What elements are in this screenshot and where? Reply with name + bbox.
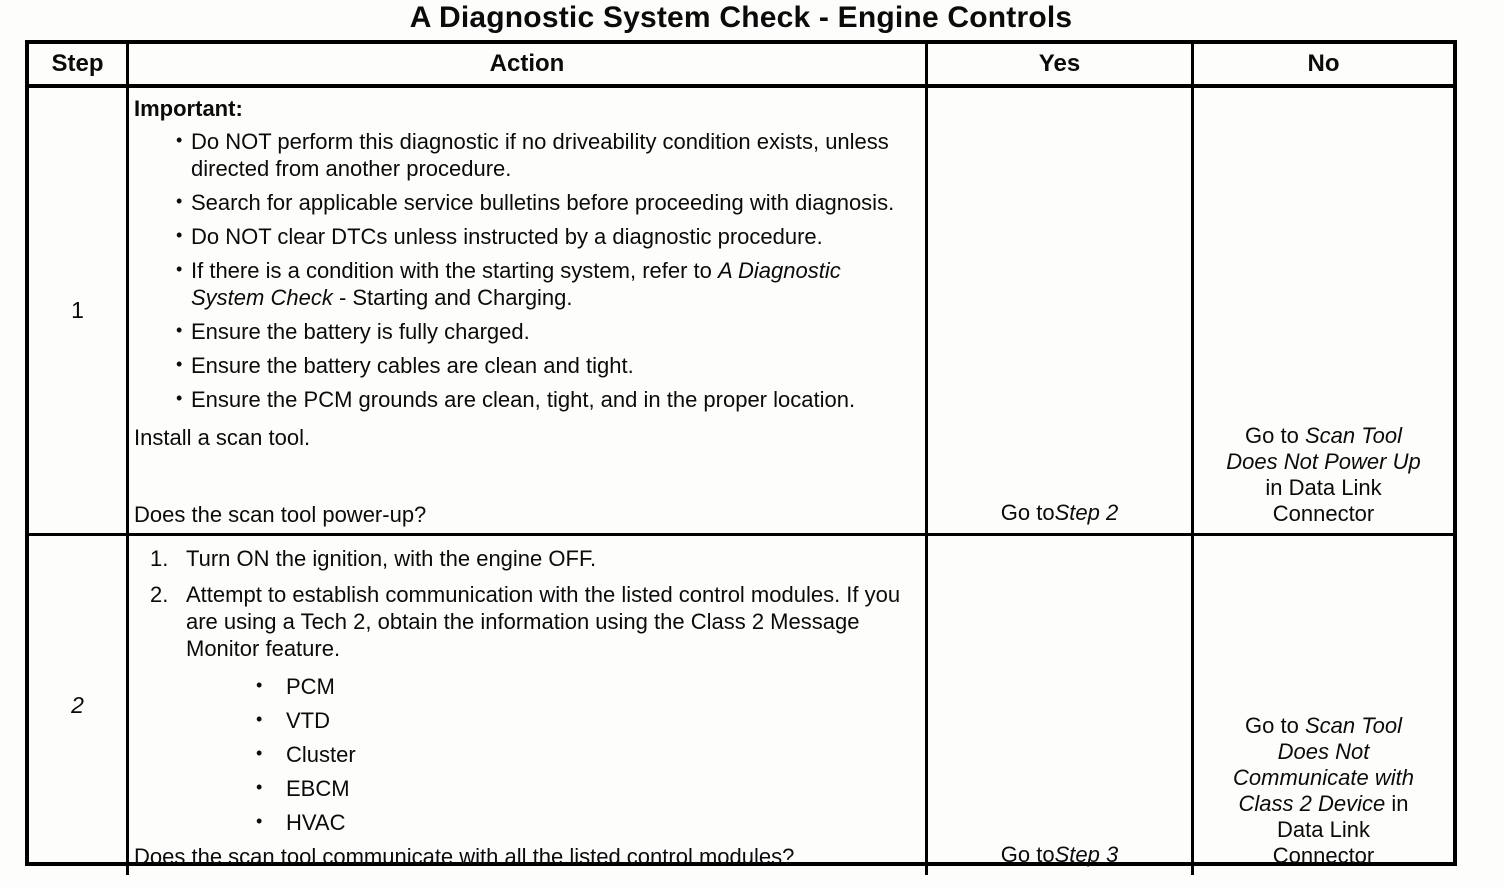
italic-text: Communicate with	[1233, 765, 1414, 790]
text: Go to	[1245, 423, 1305, 448]
text: EBCM	[286, 776, 350, 801]
list-item: Class 2 Device in	[1239, 791, 1409, 817]
italic-text: Class 2 Device	[1238, 791, 1386, 816]
text: in	[1385, 791, 1409, 816]
list-item: Go to Scan Tool	[1245, 713, 1402, 739]
text: VTD	[286, 708, 330, 733]
list-item: Do NOT clear DTCs unless instructed by a…	[134, 222, 915, 250]
list-item: EBCM	[134, 774, 915, 802]
text: Search for applicable service bulletins …	[191, 190, 895, 215]
document-title: A Diagnostic System Check - Engine Contr…	[409, 1, 1073, 34]
column-header-yes: Yes	[928, 44, 1194, 88]
text: Go to	[1000, 500, 1055, 525]
row2-question: Does the scan tool communicate with all …	[134, 844, 795, 869]
list-item: Communicate with	[1233, 765, 1414, 791]
text: If there is a condition with the startin…	[191, 258, 719, 283]
italic-text: Step 2	[1054, 500, 1119, 525]
list-item: HVAC	[134, 808, 915, 836]
list-item: Does Not Power Up	[1226, 449, 1420, 475]
row1-bullet-list: Do NOT perform this diagnostic if no dri…	[134, 127, 915, 420]
list-item: VTD	[134, 706, 915, 734]
row2-yes-cell: Go to Step 3	[928, 536, 1194, 875]
italic-text: Does Not	[1277, 739, 1370, 764]
text: Connector	[1272, 501, 1375, 526]
text: - Starting and Charging.	[332, 285, 573, 310]
text: Data Link	[1277, 817, 1370, 842]
row2-step-cell: 2	[29, 536, 129, 875]
list-item: Search for applicable service bulletins …	[134, 188, 915, 216]
row2-action-cell: Turn ON the ignition, with the engine OF…	[129, 536, 928, 875]
list-item: Does Not	[1278, 739, 1370, 765]
italic-text: 2	[71, 692, 84, 718]
column-header-no: No	[1194, 44, 1453, 88]
text: Ensure the PCM grounds are clean, tight,…	[191, 387, 856, 412]
list-item: Data Link	[1277, 817, 1370, 843]
row1-question: Does the scan tool power-up?	[134, 502, 427, 527]
row1-install-line: Install a scan tool.	[134, 425, 311, 450]
italic-text: Scan Tool	[1304, 423, 1402, 448]
text: Do NOT clear DTCs unless instructed by a…	[191, 224, 823, 249]
row2-numbered-steps: Turn ON the ignition, with the engine OF…	[134, 545, 915, 671]
text: Ensure the battery cables are clean and …	[191, 353, 634, 378]
list-item: in Data Link	[1265, 475, 1381, 501]
italic-text: Does Not Power Up	[1226, 449, 1421, 474]
important-label: Important:	[134, 96, 243, 121]
list-item: Ensure the battery cables are clean and …	[134, 351, 915, 379]
text: Do NOT perform this diagnostic if no dri…	[191, 129, 889, 181]
text: 1	[71, 297, 84, 323]
text: Go to	[1000, 842, 1055, 867]
list-item: Connector	[1273, 501, 1375, 527]
column-header-action: Action	[129, 44, 928, 88]
text: Go to	[1245, 713, 1305, 738]
row2-module-list: PCM VTD ClusterEBCM HVAC	[134, 672, 915, 843]
italic-text: Scan Tool	[1304, 713, 1402, 738]
text: Turn ON the ignition, with the engine OF…	[186, 546, 597, 571]
row1-yes-cell: Go to Step 2	[928, 88, 1194, 536]
list-item: Cluster	[134, 740, 915, 768]
list-item: Ensure the battery is fully charged.	[134, 317, 915, 345]
text: HVAC	[286, 810, 346, 835]
list-item: Ensure the PCM grounds are clean, tight,…	[134, 385, 915, 413]
list-item: If there is a condition with the startin…	[134, 256, 915, 311]
text: in Data Link	[1265, 475, 1382, 500]
text: Attempt to establish communication with …	[186, 582, 901, 661]
italic-text: A Diagnostic System Check	[191, 258, 841, 310]
diagnostic-table: Step Action Yes No 1 Important: Do NOT p…	[25, 40, 1457, 875]
column-header-step: Step	[29, 44, 129, 88]
text: PCM	[286, 674, 335, 699]
italic-text: Step 3	[1054, 842, 1119, 867]
list-item: Connector	[1273, 843, 1375, 869]
row1-action-cell: Important: Do NOT perform this diagnosti…	[129, 88, 928, 536]
list-item: PCM	[134, 672, 915, 700]
text: Ensure the battery is fully charged.	[191, 319, 530, 344]
list-item: Go to Scan Tool	[1245, 423, 1402, 449]
text: Connector	[1272, 843, 1375, 868]
list-item: Do NOT perform this diagnostic if no dri…	[134, 127, 915, 182]
row1-step-cell: 1	[29, 88, 129, 536]
list-item: Attempt to establish communication with …	[134, 581, 915, 662]
text: Cluster	[286, 742, 356, 767]
list-item: Turn ON the ignition, with the engine OF…	[134, 545, 915, 572]
